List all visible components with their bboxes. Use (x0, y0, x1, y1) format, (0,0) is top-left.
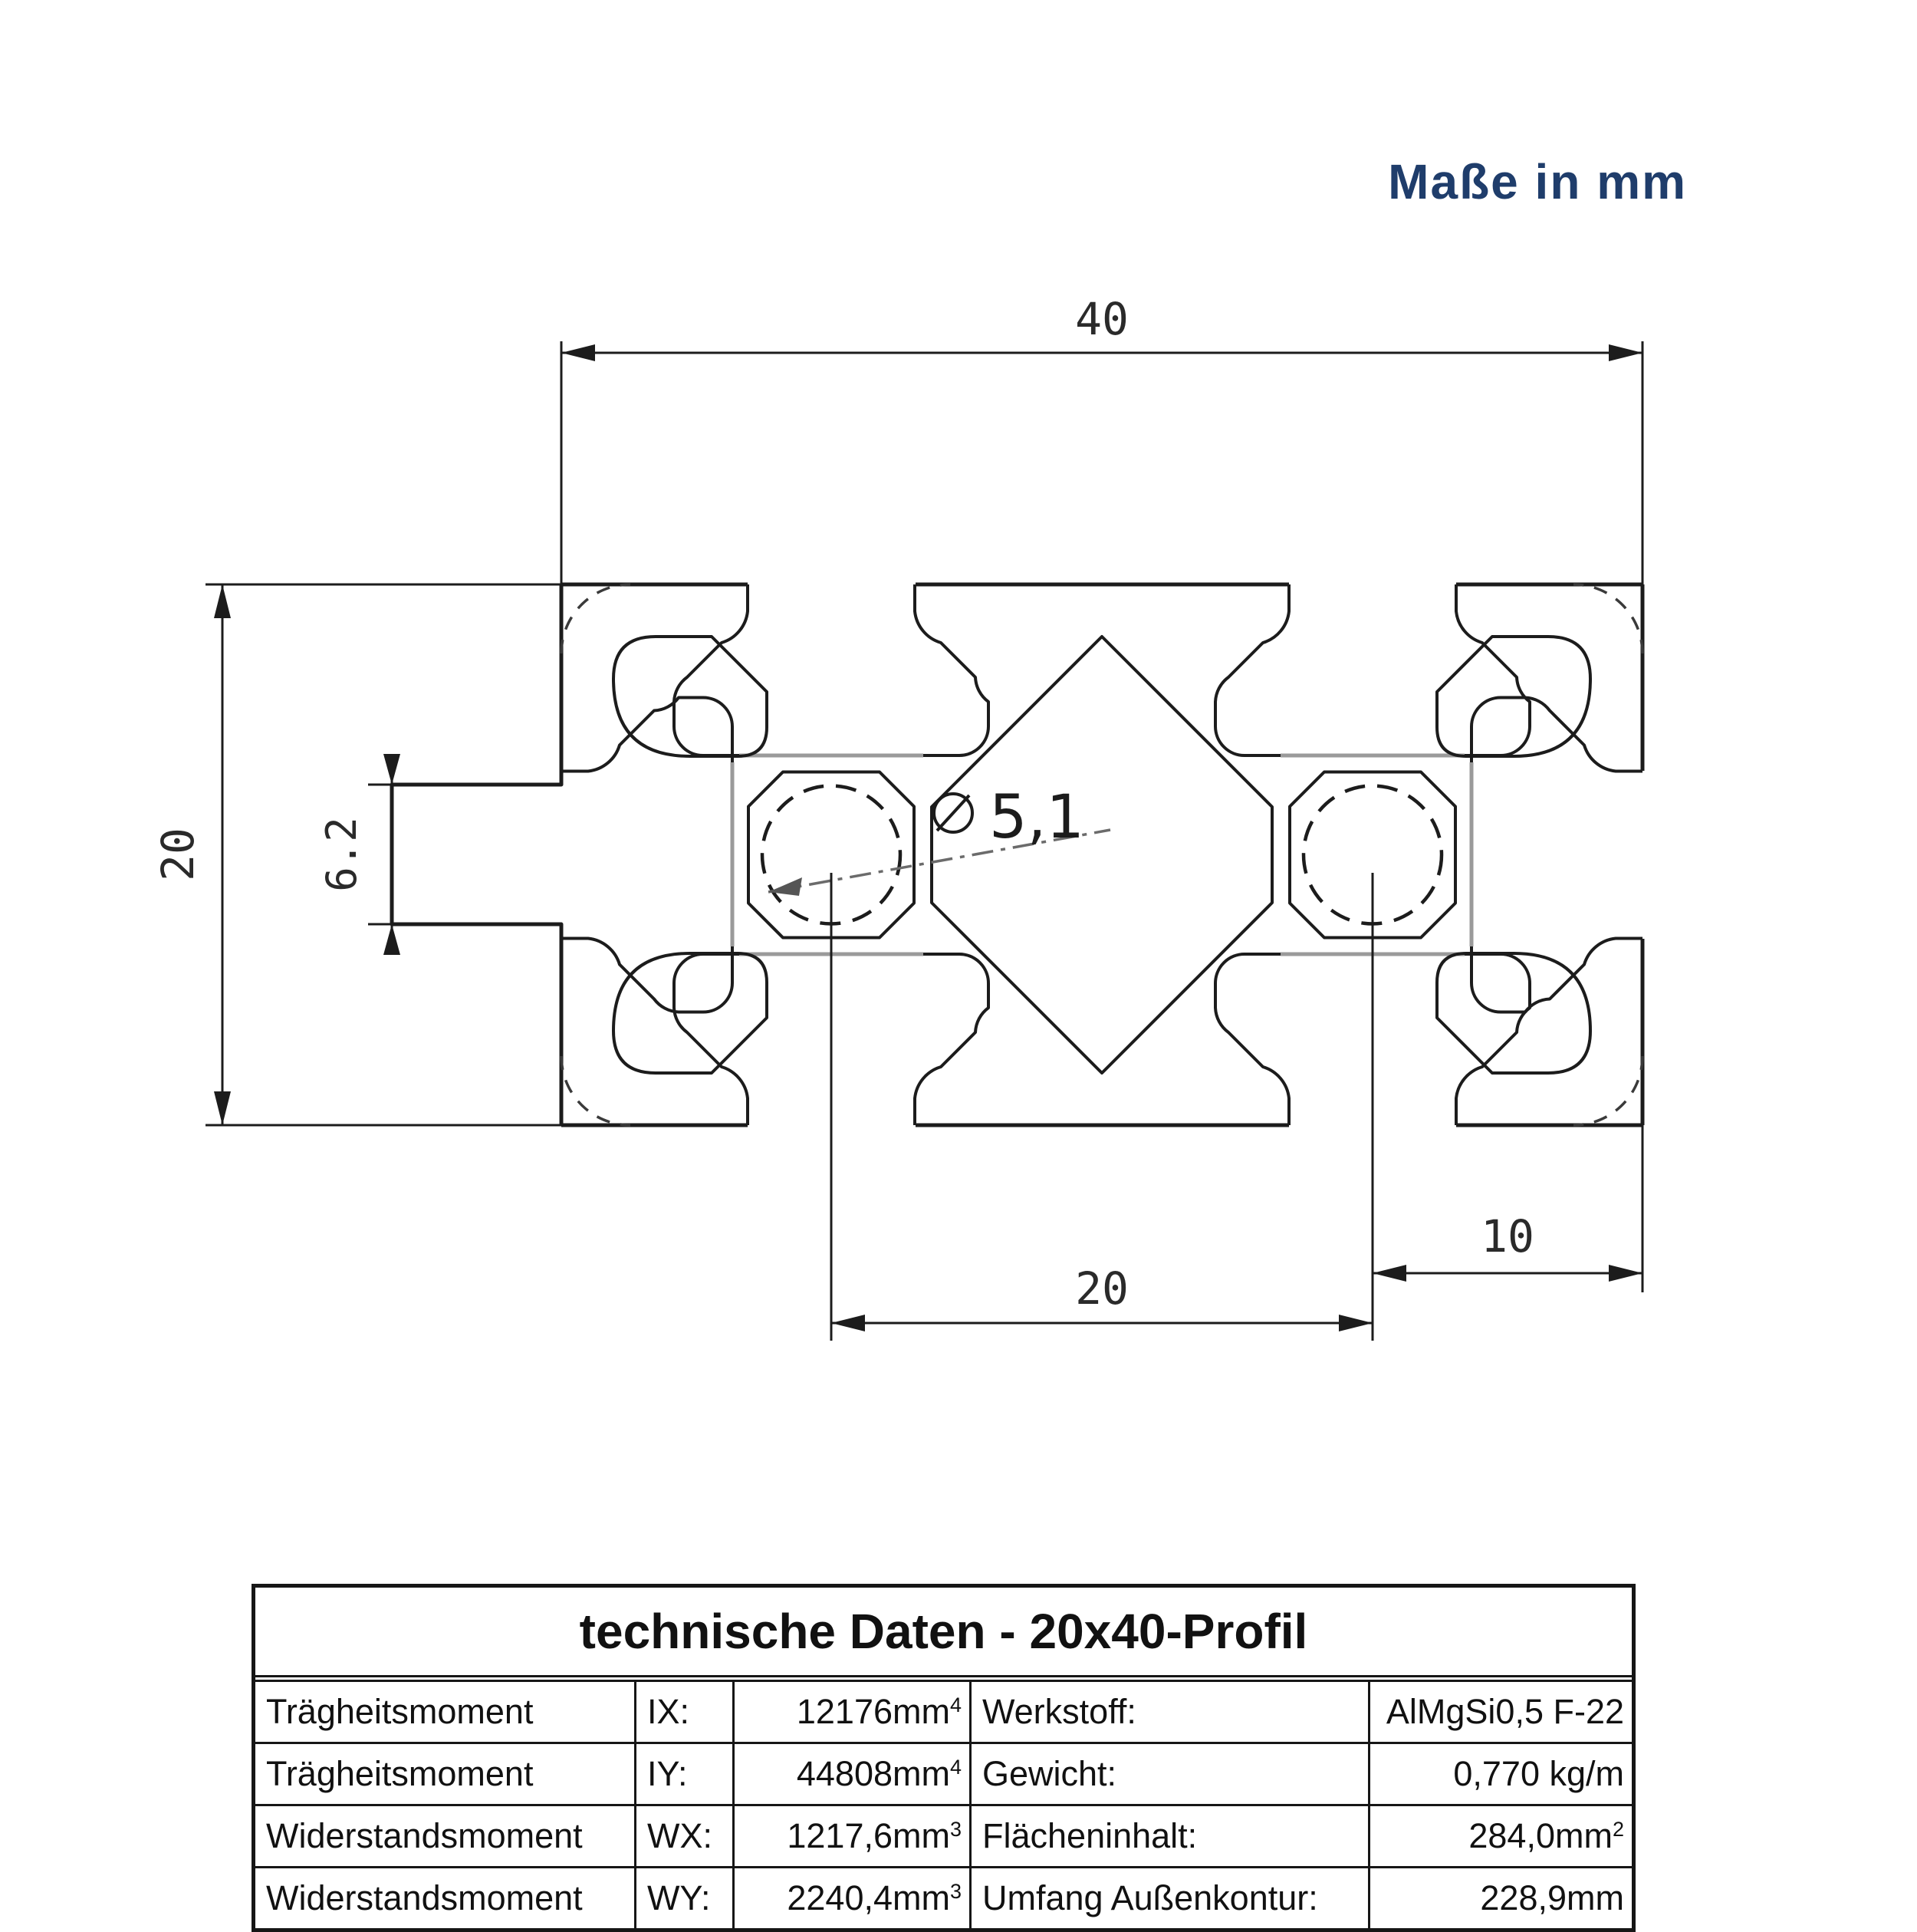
cell-value: AlMgSi0,5 F-22 (1386, 1692, 1624, 1731)
cell-property-name: Widerstandsmoment (255, 1868, 636, 1928)
dim-label-width: 40 (1075, 293, 1129, 345)
t-slot-cavities (560, 583, 1644, 1127)
cell-property-name: Werkstoff: (972, 1682, 1370, 1742)
dim-label-slot: 6.2 (317, 817, 366, 892)
cell-property-name: Widerstandsmoment (255, 1806, 636, 1866)
diameter-icon (932, 792, 974, 834)
dim-label-edge: 10 (1481, 1210, 1534, 1262)
cell-property-name: Umfang Außenkontur: (972, 1868, 1370, 1928)
cavity-floor-accents (730, 753, 1474, 956)
core-holes (760, 784, 1444, 926)
cell-symbol: IY: (636, 1744, 735, 1804)
dim-label-hole: 5,1 (989, 783, 1084, 852)
table-title: technische Daten - 20x40-Profil (255, 1588, 1632, 1682)
corner-fillets (560, 583, 1644, 1127)
technical-data-table: technische Daten - 20x40-Profil Trägheit… (252, 1584, 1636, 1932)
cell-property-name: Trägheitsmoment (255, 1682, 636, 1742)
dimension-height-20 (206, 583, 581, 1127)
dim-label-height: 20 (152, 828, 204, 881)
profile-outline (390, 582, 1645, 1127)
cell-value: 0,770 kg/m (1453, 1754, 1624, 1793)
dimension-pitch-20 (831, 1315, 1373, 1331)
dim-label-pitch: 20 (1075, 1262, 1129, 1315)
cell-symbol: IX: (636, 1682, 735, 1742)
hole-centerlines (830, 873, 1374, 1341)
dimension-edge-10 (1373, 1125, 1644, 1292)
cell-value: 228,9mm (1480, 1878, 1624, 1917)
dimension-width-40 (560, 341, 1644, 629)
corner-pockets (612, 635, 1592, 1075)
dimension-slot-62 (368, 754, 400, 955)
cell-property-name: Gewicht: (972, 1744, 1370, 1804)
units-note: Maße in mm (1388, 154, 1687, 209)
cell-symbol: WY: (636, 1868, 735, 1928)
cell-symbol: WX: (636, 1806, 735, 1866)
hole-diameter-leader (768, 792, 1111, 896)
cell-property-name: Trägheitsmoment (255, 1744, 636, 1804)
cell-property-name: Flächeninhalt: (972, 1806, 1370, 1866)
central-cavity (930, 635, 1274, 1075)
core-nodes (747, 770, 1457, 940)
